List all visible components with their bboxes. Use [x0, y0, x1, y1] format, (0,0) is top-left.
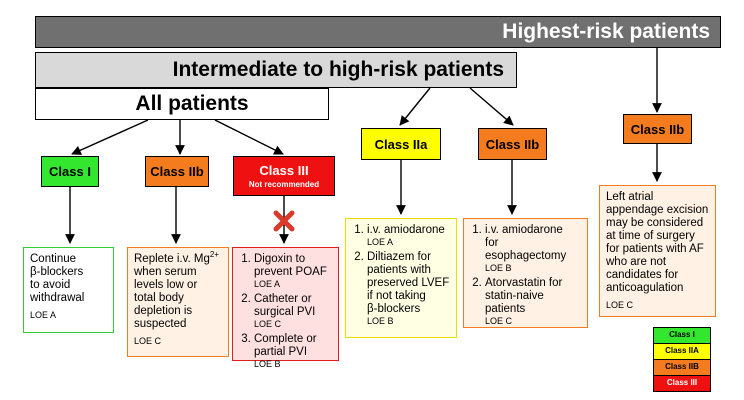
box-magnesium-text: Replete i.v. Mg2+ when serum levels low o…	[134, 250, 222, 331]
tier-highest-label: Highest-risk patients	[502, 20, 710, 43]
box-appendage-loe: LOE C	[606, 300, 634, 310]
box-magnesium-text-before: Replete i.v. Mg	[134, 253, 210, 265]
box-magnesium-text-after: when serum levels low or total body depl…	[134, 266, 198, 330]
arrow-inter-to-class-iia	[399, 87, 431, 126]
box-beta-blockers-loe: LOE A	[30, 310, 57, 320]
tier-all-label: All patients	[135, 92, 249, 115]
tier-intermediate-label: Intermediate to high-risk patients	[172, 58, 504, 81]
box-magnesium: Replete i.v. Mg2+ when serum levels low o…	[127, 247, 229, 357]
class-iib-high-label: Class IIb	[630, 121, 685, 137]
tier-all-patients: All patients	[35, 88, 329, 120]
legend-item: Class IIA	[653, 344, 711, 360]
class-iib-inter-label: Class IIb	[485, 136, 540, 152]
box-beta-blockers-text: Continue β-blockers to avoid withdrawal	[30, 253, 85, 304]
class-iii-box: Class III Not recommended	[233, 156, 335, 196]
class-i-label: Class I	[49, 164, 91, 179]
x-mark-icon	[273, 210, 295, 232]
legend-item: Class IIB	[653, 360, 711, 376]
box-appendage-text: Left atrial appendage excision may be co…	[606, 191, 709, 294]
class-iii-label: Class III	[259, 163, 309, 178]
box-magnesium-superscript: 2+	[209, 250, 219, 260]
tier-highest-risk: Highest-risk patients	[35, 16, 721, 48]
arrow-all-to-class-i	[71, 119, 149, 155]
class-iib-inter-box: Class IIb	[478, 128, 547, 160]
box-appendage-excision: Left atrial appendage excision may be co…	[599, 185, 716, 317]
box-beta-blockers: Continue β-blockers to avoid withdrawal …	[23, 247, 114, 333]
class-iib-high-box: Class IIb	[623, 114, 692, 144]
class-iia-label: Class IIa	[374, 136, 428, 152]
box-magnesium-loe: LOE C	[134, 336, 162, 346]
class-iib-mg-box: Class IIb	[145, 156, 209, 187]
arrow-inter-to-class-iib	[469, 87, 514, 126]
legend-item: Class III	[653, 376, 711, 392]
class-iia-box: Class IIa	[361, 128, 441, 160]
list-item: Atorvastatin for statin-naive patientsLO…	[485, 277, 581, 326]
class-iib-mg-label: Class IIb	[150, 164, 204, 179]
arrow-all-to-class-iii	[214, 119, 284, 155]
class-i-box: Class I	[41, 156, 99, 187]
list-item: Diltiazem for patients with preserved LV…	[367, 251, 450, 326]
legend-item: Class I	[653, 327, 711, 344]
class-iii-sublabel: Not recommended	[248, 180, 320, 189]
tier-intermediate-risk: Intermediate to high-risk patients	[35, 52, 517, 88]
